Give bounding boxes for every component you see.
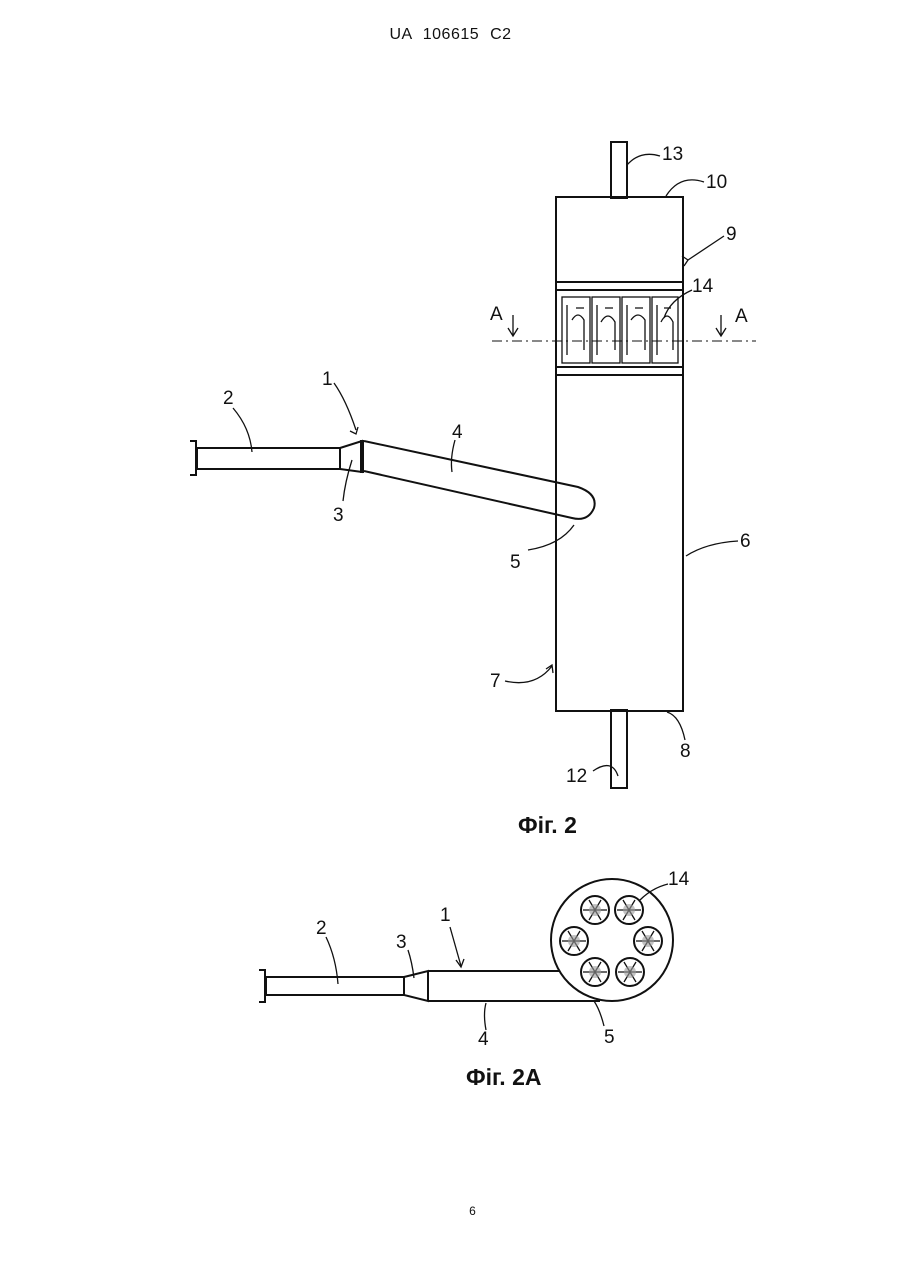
top-shaft [611,142,627,198]
cyclone-cross-sections [560,896,662,986]
label-14: 14 [692,276,714,297]
label-5: 5 [510,552,521,573]
leader-9 [688,236,724,260]
pipe-flange [190,441,196,475]
leader-13 [627,154,660,165]
figure-2-caption: Фіг. 2 [518,812,577,838]
label-2: 2 [223,388,234,409]
transition-piece-2a [404,971,428,1001]
inlet-pipe-2a [266,977,404,995]
label-7: 7 [490,671,501,692]
leader-2a-3 [408,950,414,978]
label-4: 4 [452,422,463,443]
label-10: 10 [706,172,727,193]
section-arrow-right [716,315,726,336]
leader-5 [528,525,574,550]
label-9: 9 [726,224,737,245]
leader-10 [666,180,704,196]
figure-2a: 1 2 3 4 5 14 Фіг. 2А [259,869,690,1090]
label-2a-4: 4 [478,1029,489,1050]
leader-7 [505,666,552,683]
leader-2a-1 [450,927,461,966]
leader-2a-5 [594,1001,604,1026]
leader-2 [233,408,252,452]
leader-2a-14 [640,884,668,900]
label-2a-14: 14 [668,869,690,890]
label-section-a-right: A [735,306,748,327]
pipe-flange-2a [259,970,265,1002]
label-2a-1: 1 [440,905,451,926]
transition-piece [340,441,362,472]
figure-2a-caption: Фіг. 2А [466,1064,541,1090]
figure-2: 1 2 3 4 5 6 7 8 9 10 12 13 14 A A Фіг. 2 [190,142,756,838]
label-section-a-left: A [490,304,503,325]
leader-6 [686,541,738,556]
label-2a-2: 2 [316,918,327,939]
bottom-shaft [611,710,627,788]
label-6: 6 [740,531,751,552]
leader-8 [667,712,685,740]
leader-1-arrow [350,427,358,434]
label-13: 13 [662,144,683,165]
label-12: 12 [566,766,587,787]
label-3: 3 [333,505,344,526]
leader-2a-4 [485,1003,487,1030]
label-1: 1 [322,369,333,390]
section-arrow-left [508,315,518,336]
label-2a-5: 5 [604,1027,615,1048]
label-2a-3: 3 [396,932,407,953]
inlet-pipe [197,448,340,469]
tangential-duct [428,971,600,1001]
vessel-body [556,197,683,711]
label-8: 8 [680,741,691,762]
leader-4 [451,440,455,472]
leader-3 [343,460,352,501]
leader-1 [334,383,356,430]
page-number: 6 [0,1204,901,1218]
inclined-duct [364,441,595,519]
cyclone-elements [562,297,678,363]
